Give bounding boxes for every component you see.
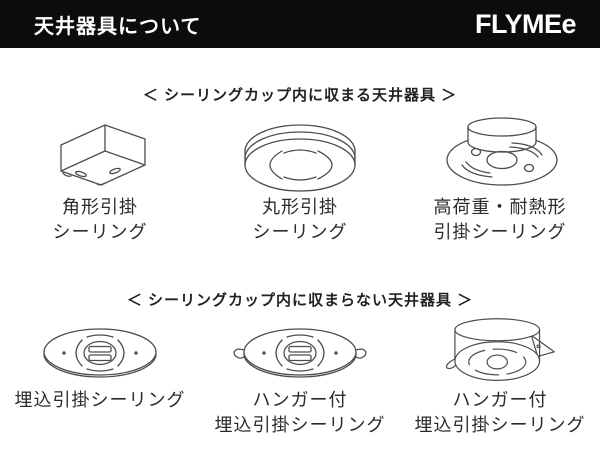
fixture-label: 丸形引掛 シーリング xyxy=(252,197,348,242)
fixture-square-hook-ceiling: 角形引掛 シーリング xyxy=(0,113,200,245)
fixture-label: 角形引掛 シーリング xyxy=(52,197,148,242)
recessed-hook-ceiling-hanger-icon xyxy=(225,316,375,386)
section-heading-does-not-fit-in-cup: ＜ シーリングカップ内に収まらない天井器具 ＞ xyxy=(126,292,474,309)
fixture-label: ハンガー付 埋込引掛シーリング xyxy=(414,390,586,435)
recessed-hook-ceiling-icon xyxy=(25,316,175,386)
recessed-hook-ceiling-hanger-cylindrical-icon xyxy=(431,316,569,386)
fixture-label: 埋込引掛シーリング xyxy=(14,390,186,410)
fixture-round-hook-ceiling: 丸形引掛 シーリング xyxy=(200,113,400,245)
fixture-recessed-hook-ceiling: 埋込引掛シーリング xyxy=(0,316,200,438)
square-hook-ceiling-icon xyxy=(53,113,148,193)
fixture-label: 高荷重・耐熱形 引掛シーリング xyxy=(433,197,567,242)
flymee-logo: FLYMEe xyxy=(474,8,577,39)
header-bar: 天井器具について FLYMEe xyxy=(0,0,600,48)
fixtures-row-1: 角形引掛 シーリング 丸形引掛 シーリング xyxy=(0,113,600,245)
heavy-duty-hook-ceiling-icon xyxy=(440,113,560,193)
section-heading-fits-in-cup: ＜ シーリングカップ内に収まる天井器具 ＞ xyxy=(142,87,458,104)
page-title: 天井器具について xyxy=(34,15,202,38)
fixture-heavy-duty-hook-ceiling: 高荷重・耐熱形 引掛シーリング xyxy=(400,113,600,245)
fixture-recessed-hook-ceiling-hanger: ハンガー付 埋込引掛シーリング xyxy=(200,316,400,438)
fixture-label: ハンガー付 埋込引掛シーリング xyxy=(214,390,386,435)
fixture-recessed-hook-ceiling-hanger-cylindrical: ハンガー付 埋込引掛シーリング xyxy=(400,316,600,438)
fixtures-row-2: 埋込引掛シーリング ハンガー付 埋込引掛シーリ xyxy=(0,316,600,438)
round-hook-ceiling-icon xyxy=(240,113,360,193)
